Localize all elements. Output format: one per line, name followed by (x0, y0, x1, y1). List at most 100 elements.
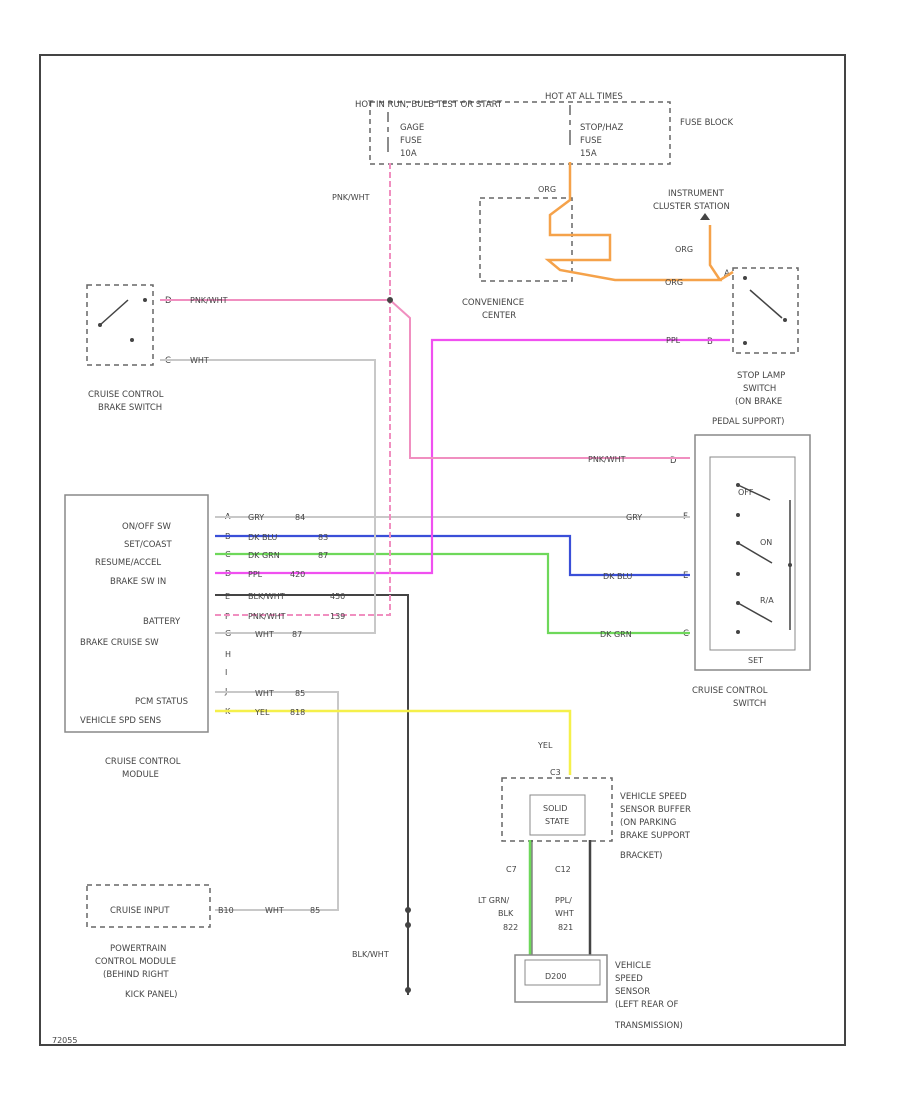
wire-dk-grn (215, 552, 690, 635)
svg-text:87: 87 (292, 630, 302, 639)
cc-switch-position-on: ON (760, 538, 772, 547)
module-func-set-coast: SET/COAST (124, 540, 173, 550)
diagram-id: 72055 (52, 1036, 77, 1045)
stop-lamp-pin-a: A (724, 269, 730, 279)
svg-text:INSTRUMENT: INSTRUMENT (668, 189, 725, 199)
wire-wht-pcm (215, 691, 339, 911)
svg-text:15A: 15A (580, 149, 597, 159)
svg-text:SPEED: SPEED (615, 974, 643, 984)
svg-text:83: 83 (318, 533, 328, 542)
svg-text:GRY: GRY (248, 513, 264, 522)
cc-switch-position-ra: R/A (760, 596, 774, 605)
svg-text:B10: B10 (218, 906, 234, 915)
svg-text:821: 821 (558, 923, 573, 932)
svg-text:450: 450 (330, 592, 345, 601)
svg-text:C7: C7 (506, 865, 517, 874)
ground-splices (405, 907, 411, 993)
vss-buffer-pin-top: C3 (550, 768, 561, 777)
module-func-brake-cruise-sw: BRAKE CRUISE SW (80, 638, 159, 648)
wire-dk-blu (215, 534, 690, 577)
svg-text:SENSOR: SENSOR (615, 987, 650, 997)
instrument-cluster-station: INSTRUMENT CLUSTER STATION (653, 189, 730, 220)
vehicle-speed-sensor: LT GRN/ BLK 822 PPL/ WHT 821 D200 VEHICL… (478, 840, 683, 1031)
svg-text:STATE: STATE (545, 817, 569, 826)
svg-text:DK BLU: DK BLU (248, 533, 277, 542)
svg-text:CENTER: CENTER (482, 311, 516, 321)
svg-text:F: F (225, 612, 230, 621)
convenience-center: CONVENIENCE CENTER (462, 197, 573, 321)
svg-text:E: E (225, 592, 230, 601)
svg-text:PNK/WHT: PNK/WHT (588, 455, 626, 464)
svg-text:TRANSMISSION): TRANSMISSION) (614, 1021, 683, 1031)
svg-text:PNK/WHT: PNK/WHT (332, 193, 370, 202)
svg-text:LT GRN/: LT GRN/ (478, 896, 510, 905)
svg-text:10A: 10A (400, 149, 417, 159)
vss-buffer: SOLID STATE C3 VEHICLE SPEED SENSOR BUFF… (501, 768, 691, 874)
fuse-block: HOT IN RUN, BULB TEST OR START HOT AT AL… (355, 92, 733, 165)
svg-text:BLK/WHT: BLK/WHT (248, 592, 285, 601)
svg-text:BRAKE SUPPORT: BRAKE SUPPORT (620, 831, 691, 841)
svg-text:H: H (225, 650, 231, 659)
cc-switch-position-off: OFF (738, 488, 754, 497)
svg-text:WHT: WHT (265, 906, 284, 915)
svg-text:WHT: WHT (255, 630, 274, 639)
svg-text:BRAKE SWITCH: BRAKE SWITCH (98, 403, 162, 413)
svg-text:CLUSTER STATION: CLUSTER STATION (653, 202, 730, 212)
svg-text:D: D (670, 456, 677, 466)
svg-text:BLK/WHT: BLK/WHT (352, 950, 389, 959)
cruise-control-switch: OFF ON R/A SET D F E C CRUISE CONTROL SW… (670, 434, 811, 709)
svg-text:CRUISE CONTROL: CRUISE CONTROL (105, 757, 181, 767)
svg-text:PNK/WHT: PNK/WHT (248, 612, 286, 621)
wire-pnk-wht-battery (215, 160, 391, 616)
module-func-pcm-status: PCM STATUS (135, 697, 188, 707)
svg-text:85: 85 (295, 689, 305, 698)
module-func-brake-sw-in: BRAKE SW IN (110, 577, 166, 587)
svg-text:PNK/WHT: PNK/WHT (190, 296, 228, 305)
svg-text:(ON BRAKE: (ON BRAKE (735, 397, 782, 407)
svg-text:ORG: ORG (538, 185, 556, 194)
gage-fuse-label: GAGE (400, 123, 424, 133)
svg-text:DK GRN: DK GRN (600, 630, 632, 639)
svg-text:85: 85 (310, 906, 320, 915)
svg-text:YEL: YEL (254, 708, 270, 717)
svg-text:KICK PANEL): KICK PANEL) (125, 990, 177, 1000)
wire-wht-brake (160, 359, 376, 634)
svg-text:WHT: WHT (255, 689, 274, 698)
svg-text:818: 818 (290, 708, 305, 717)
svg-text:(LEFT REAR OF: (LEFT REAR OF (615, 1000, 678, 1010)
hot-in-run-label: HOT IN RUN, BULB TEST OR START (355, 100, 503, 110)
svg-text:C12: C12 (555, 865, 571, 874)
svg-text:STOP LAMP: STOP LAMP (737, 371, 785, 381)
svg-text:POWERTRAIN: POWERTRAIN (110, 944, 166, 954)
module-func-battery: BATTERY (143, 617, 181, 627)
svg-text:PEDAL SUPPORT): PEDAL SUPPORT) (712, 417, 785, 427)
stop-haz-fuse-label: STOP/HAZ (580, 123, 623, 133)
svg-text:84: 84 (295, 513, 305, 522)
wire-blk-wht (215, 594, 409, 995)
cc-switch-position-set: SET (748, 656, 763, 665)
svg-text:CONTROL MODULE: CONTROL MODULE (95, 957, 176, 967)
svg-text:FUSE: FUSE (400, 136, 422, 146)
svg-text:139: 139 (330, 612, 345, 621)
wire-ppl (215, 338, 730, 575)
svg-text:BRACKET): BRACKET) (620, 851, 662, 861)
cruise-control-module: ON/OFF SW SET/COAST RESUME/ACCEL BRAKE S… (64, 494, 231, 780)
svg-text:PPL: PPL (248, 570, 263, 579)
svg-text:SOLID: SOLID (543, 804, 567, 813)
orange-wires: ORG ORG ORG (538, 162, 734, 287)
svg-text:VEHICLE: VEHICLE (615, 961, 651, 971)
module-func-on-off: ON/OFF SW (122, 522, 171, 532)
module-func-resume-accel: RESUME/ACCEL (95, 558, 161, 568)
svg-text:SWITCH: SWITCH (733, 699, 766, 709)
svg-text:SWITCH: SWITCH (743, 384, 776, 394)
svg-text:D200: D200 (545, 972, 566, 981)
powertrain-control-module: CRUISE INPUT B10 WHT 85 POWERTRAIN CONTR… (86, 884, 320, 1000)
svg-text:CRUISE CONTROL: CRUISE CONTROL (692, 686, 768, 696)
svg-text:(BEHIND RIGHT: (BEHIND RIGHT (103, 970, 169, 980)
svg-text:FUSE: FUSE (580, 136, 602, 146)
module-wires: GRY 84 GRY DK BLU 83 DK BLU DK GRN 87 DK… (160, 160, 730, 995)
svg-text:PPL/: PPL/ (555, 896, 572, 905)
svg-text:ORG: ORG (675, 245, 693, 254)
diagram-frame (39, 54, 846, 1046)
